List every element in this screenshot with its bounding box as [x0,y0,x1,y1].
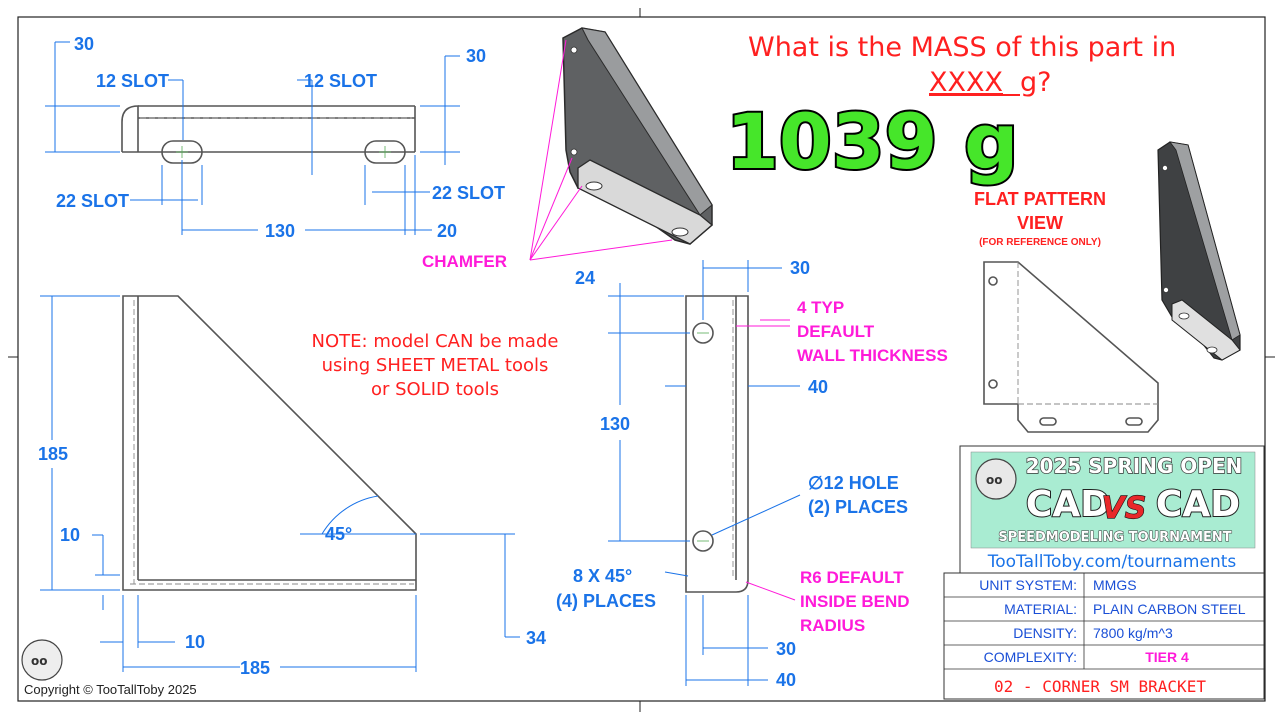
question-line1: What is the MASS of this part in [748,32,1176,63]
slot-label-right: 12 SLOT [304,71,377,91]
wall-callout-3: WALL THICKNESS [797,346,948,365]
wall-callout-2: DEFAULT [797,322,875,341]
logo-icon [21,639,63,681]
iso-view: CHAMFER [422,27,714,271]
chamfer-callout: CHAMFER [422,252,507,271]
bend-callout-3: RADIUS [800,616,865,635]
banner-vs: VS [1102,491,1147,526]
tournament-banner: oo 2025 SPRING OPEN CAD VS CAD SPEEDMODE… [959,445,1265,574]
note-line3: or SOLID tools [371,379,499,400]
side-view: 30 24 130 40 4 TYP DEFAULT WALL THICKNES… [556,258,948,690]
dim-10-vertical: 10 [60,525,80,545]
dim-185-vertical: 185 [38,444,68,464]
banner-line1: 2025 SPRING OPEN [1026,454,1243,478]
wall-callout-1: 4 TYP [797,298,844,317]
bend-callout-1: R6 DEFAULT [800,568,904,587]
bend-callout-2: INSIDE BEND [800,592,910,611]
question-suffix: g? [1020,67,1051,98]
svg-text:oo: oo [31,654,48,668]
flat-pattern-view: FLAT PATTERN VIEW (FOR REFERENCE ONLY) [974,189,1159,433]
dim-30-side-bottom: 30 [776,639,796,659]
banner-cad-right: CAD [1156,484,1240,525]
dim-40-side-bottom: 40 [776,670,796,690]
banner-cad-left: CAD [1026,484,1110,525]
flat-pattern-title2: VIEW [1017,213,1063,233]
tb-value-complexity: TIER 4 [1145,649,1189,665]
slot22-label-right: 22 SLOT [432,183,505,203]
logo-icon [975,458,1017,500]
chamfer-dim-2: (4) PLACES [556,591,656,611]
question-placeholder: XXXX [929,67,1003,98]
banner-line3: SPEEDMODELING TOURNAMENT [998,530,1231,545]
front-view: 45° 185 10 10 185 34 [38,295,546,678]
svg-text:oo: oo [986,473,1003,487]
answer-mass: 1039 g [726,97,1018,186]
dim-185-horizontal: 185 [240,658,270,678]
sheet-border [17,16,1266,702]
dim-24: 24 [575,268,595,288]
chamfer-dim-1: 8 X 45° [573,566,632,586]
tb-label-material: MATERIAL: [1004,601,1077,617]
dim-34: 34 [526,628,546,648]
slot-label-left: 12 SLOT [96,71,169,91]
note-line2: using SHEET METAL tools [322,355,549,376]
note-line1: NOTE: model CAN be made [312,331,559,352]
tb-value-density: 7800 kg/m^3 [1093,625,1173,641]
tb-label-units: UNIT SYSTEM: [979,577,1077,593]
hole-callout-2: (2) PLACES [808,497,908,517]
dim-20-top: 20 [437,221,457,241]
note: NOTE: model CAN be made using SHEET META… [312,331,559,400]
dim-10-horizontal: 10 [185,632,205,652]
angle-45: 45° [325,524,352,544]
title-block: UNIT SYSTEM: MMGS MATERIAL: PLAIN CARBON… [943,572,1265,700]
dim-130-top: 130 [265,221,295,241]
dim-30-right: 30 [466,46,486,66]
dim-30-side-top: 30 [790,258,810,278]
dim-40-side-mid: 40 [808,377,828,397]
banner-url[interactable]: TooTallToby.com/tournaments [987,552,1237,572]
dim-30-left: 30 [74,34,94,54]
tb-part-name: 02 - CORNER SM BRACKET [994,677,1206,696]
copyright-text: Copyright © TooTallToby 2025 [24,682,197,697]
flat-pattern-subtitle: (FOR REFERENCE ONLY) [979,237,1101,248]
iso-view-small [1157,141,1241,361]
copyright-block: oo Copyright © TooTallToby 2025 [21,639,197,697]
top-view: 30 30 12 SLOT 12 SLOT 22 SLOT 22 SLOT 13… [45,34,505,241]
slot-right [364,140,406,164]
tb-label-density: DENSITY: [1013,625,1077,641]
dim-130-side: 130 [600,414,630,434]
tb-value-units: MMGS [1093,577,1137,593]
flat-pattern-title: FLAT PATTERN [974,189,1106,209]
slot22-label-left: 22 SLOT [56,191,129,211]
hole-callout-1: ∅12 HOLE [808,473,899,493]
tb-value-material: PLAIN CARBON STEEL [1093,601,1246,617]
tb-label-complexity: COMPLEXITY: [984,649,1077,665]
